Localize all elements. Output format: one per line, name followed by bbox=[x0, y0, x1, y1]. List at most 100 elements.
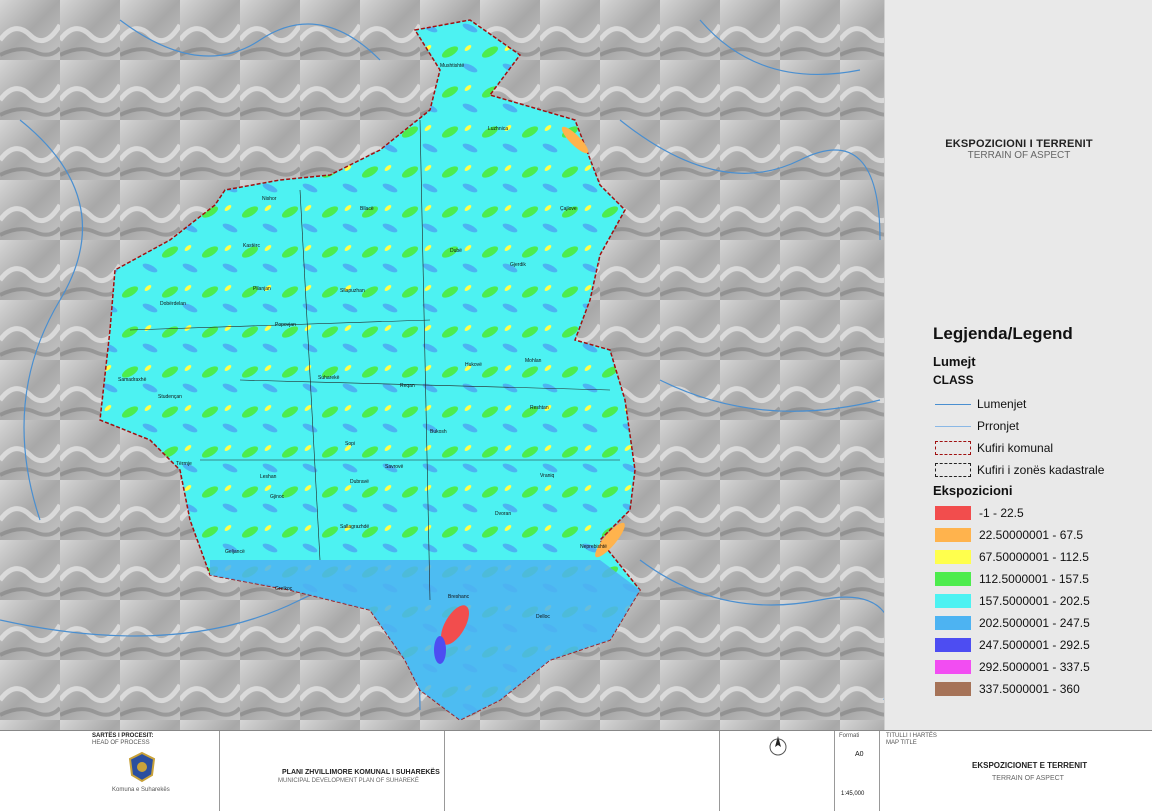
plan-title: PLANI ZHVILLIMORE KOMUNAL I SUHAREKËS bbox=[282, 769, 440, 776]
legend-class-2: 67.50000001 - 112.5 bbox=[933, 546, 1152, 568]
legend-class-1: 22.50000001 - 67.5 bbox=[933, 524, 1152, 546]
legend-class-label: CLASS bbox=[933, 373, 974, 387]
place-label: Studençan bbox=[158, 394, 182, 400]
legend-swatch bbox=[935, 638, 971, 652]
place-label: Dubë bbox=[450, 248, 462, 254]
legend-title: Legjenda/Legend bbox=[933, 324, 1073, 343]
north-arrow-cell bbox=[720, 731, 835, 811]
format-cell: Formati A0 1:45,000 bbox=[835, 731, 880, 811]
legend-class-7: 292.5000001 - 337.5 bbox=[933, 656, 1152, 678]
process-owner-cell: SARTËS I PROCESIT: HEAD OF PROCESS Komun… bbox=[0, 731, 220, 811]
legend-class-label: 67.50000001 - 112.5 bbox=[979, 550, 1089, 564]
legend-class-label: 157.5000001 - 202.5 bbox=[979, 594, 1090, 608]
legend: Legjenda/Legend Lumejt CLASS Lumenjet Pr… bbox=[933, 324, 1152, 700]
format-label: Formati bbox=[839, 733, 860, 739]
place-label: Sallagrazhdë bbox=[340, 524, 369, 530]
place-label: Vraniq bbox=[540, 473, 554, 479]
legend-class-label: 292.5000001 - 337.5 bbox=[979, 660, 1090, 674]
municipality-name: Komuna e Suharekës bbox=[112, 787, 170, 793]
legend-class-label: 337.5000001 - 360 bbox=[979, 682, 1080, 696]
legend-item-municipal-border: Kufiri komunal bbox=[933, 437, 1152, 459]
cadastral-boundaries bbox=[129, 119, 620, 601]
place-label: Geljancë bbox=[225, 549, 245, 555]
org-label-en: HEAD OF PROCESS bbox=[92, 740, 150, 746]
cadastral-border-symbol bbox=[935, 463, 971, 477]
place-label: Dubravë bbox=[350, 479, 369, 485]
plan-title-en: MUNICIPAL DEVELOPMENT PLAN OF SUHAREKË bbox=[278, 778, 419, 784]
legend-swatch bbox=[935, 660, 971, 674]
title-sub: TERRAIN OF ASPECT bbox=[967, 150, 1071, 161]
place-label: Savrovë bbox=[385, 464, 404, 470]
footer-subtitle: TERRAIN OF ASPECT bbox=[992, 775, 1064, 782]
place-label: Pllanjan bbox=[253, 286, 271, 292]
map-title-cell: TITULLI I HARTËS MAP TITLE EKSPOZICIONET… bbox=[880, 731, 1152, 811]
org-label: SARTËS I PROCESIT: bbox=[92, 733, 154, 739]
place-label: Samadraxhë bbox=[118, 377, 147, 383]
legend-class-label: 202.5000001 - 247.5 bbox=[979, 616, 1090, 630]
aspect-map[interactable]: Mushtishtë Luzhnica Nishor Bllacë Çajlov… bbox=[0, 0, 884, 730]
place-label: Suharekë bbox=[318, 375, 340, 381]
legend-class-4: 157.5000001 - 202.5 bbox=[933, 590, 1152, 612]
legend-class-label: 247.5000001 - 292.5 bbox=[979, 638, 1090, 652]
title-label: TITULLI I HARTËS bbox=[886, 733, 937, 739]
place-label: Sopi bbox=[345, 441, 355, 447]
footer-title: EKSPOZICIONET E TERRENIT bbox=[972, 761, 1088, 770]
place-label: Mushtishtë bbox=[440, 63, 464, 69]
place-label: Neprebishtë bbox=[580, 544, 607, 550]
legend-swatch bbox=[935, 572, 971, 586]
legend-rivers-section: Lumejt bbox=[933, 354, 976, 369]
place-label: Delloc bbox=[536, 614, 550, 620]
plan-cell: PLANI ZHVILLIMORE KOMUNAL I SUHAREKËS MU… bbox=[220, 731, 445, 811]
aspect-classes: -1 - 22.5 22.50000001 - 67.5 67.50000001 -… bbox=[933, 502, 1152, 700]
scale-value: 1:45,000 bbox=[841, 791, 865, 797]
rivers bbox=[0, 19, 884, 711]
map-title-label: MAP TITLE bbox=[886, 740, 917, 746]
municipality-logo bbox=[128, 751, 156, 783]
legend-class-label: 22.50000001 - 67.5 bbox=[979, 528, 1084, 542]
place-label: Luzhnica bbox=[488, 126, 508, 132]
title-block: SARTËS I PROCESIT: HEAD OF PROCESS Komun… bbox=[0, 730, 1152, 811]
place-label: Dvoran bbox=[495, 511, 511, 517]
legend-swatch bbox=[935, 682, 971, 696]
legend-item-rivers: Lumenjet bbox=[933, 393, 1152, 415]
legend-class-3: 112.5000001 - 157.5 bbox=[933, 568, 1152, 590]
place-label: Bllacë bbox=[360, 206, 374, 212]
legend-item-streams: Prronjet bbox=[933, 415, 1152, 437]
map-title: EKSPOZICIONI I TERRENIT TERRAIN OF ASPEC… bbox=[885, 138, 1152, 161]
legend-swatch bbox=[935, 528, 971, 542]
stream-line-symbol bbox=[933, 419, 973, 433]
place-label: Gjinoc bbox=[270, 494, 285, 500]
place-label: Reqan bbox=[400, 383, 415, 389]
aspect-detail bbox=[210, 126, 640, 720]
legend-aspect-section: Ekspozicioni bbox=[933, 483, 1013, 498]
legend-class-0: -1 - 22.5 bbox=[933, 502, 1152, 524]
legend-swatch bbox=[935, 594, 971, 608]
place-label: Çajlove bbox=[560, 206, 577, 212]
place-label: Sllapuzhan bbox=[340, 288, 365, 294]
place-label: Tërrnje bbox=[176, 461, 192, 467]
side-panel: EKSPOZICIONI I TERRENIT TERRAIN OF ASPEC… bbox=[884, 0, 1152, 730]
place-label: Popovjan bbox=[275, 322, 296, 328]
place-label: Mohlan bbox=[525, 358, 542, 364]
format-value: A0 bbox=[855, 751, 864, 758]
place-label: Dobërdelan bbox=[160, 301, 186, 307]
legend-class-6: 247.5000001 - 292.5 bbox=[933, 634, 1152, 656]
title-main: EKSPOZICIONI I TERRENIT bbox=[945, 138, 1093, 150]
place-label: Greikoc bbox=[275, 586, 293, 592]
municipal-border-symbol bbox=[935, 441, 971, 455]
place-label: Nishor bbox=[262, 196, 277, 202]
north-arrow-icon bbox=[769, 736, 787, 756]
river-line-symbol bbox=[933, 397, 973, 411]
legend-item-cadastral-border: Kufiri i zonës kadastrale bbox=[933, 459, 1152, 481]
place-label: Gjerdik bbox=[510, 262, 526, 268]
place-label: Kastërc bbox=[243, 243, 260, 249]
place-label: Hukovë bbox=[465, 362, 482, 368]
place-label: Bukosh bbox=[430, 429, 447, 435]
revisions-cell bbox=[445, 731, 720, 811]
legend-swatch bbox=[935, 506, 971, 520]
legend-swatch bbox=[935, 616, 971, 630]
place-label: Breshanc bbox=[448, 594, 470, 600]
place-label: Leshan bbox=[260, 474, 277, 480]
legend-class-label: -1 - 22.5 bbox=[979, 506, 1024, 520]
legend-class-label: 112.5000001 - 157.5 bbox=[979, 572, 1089, 586]
